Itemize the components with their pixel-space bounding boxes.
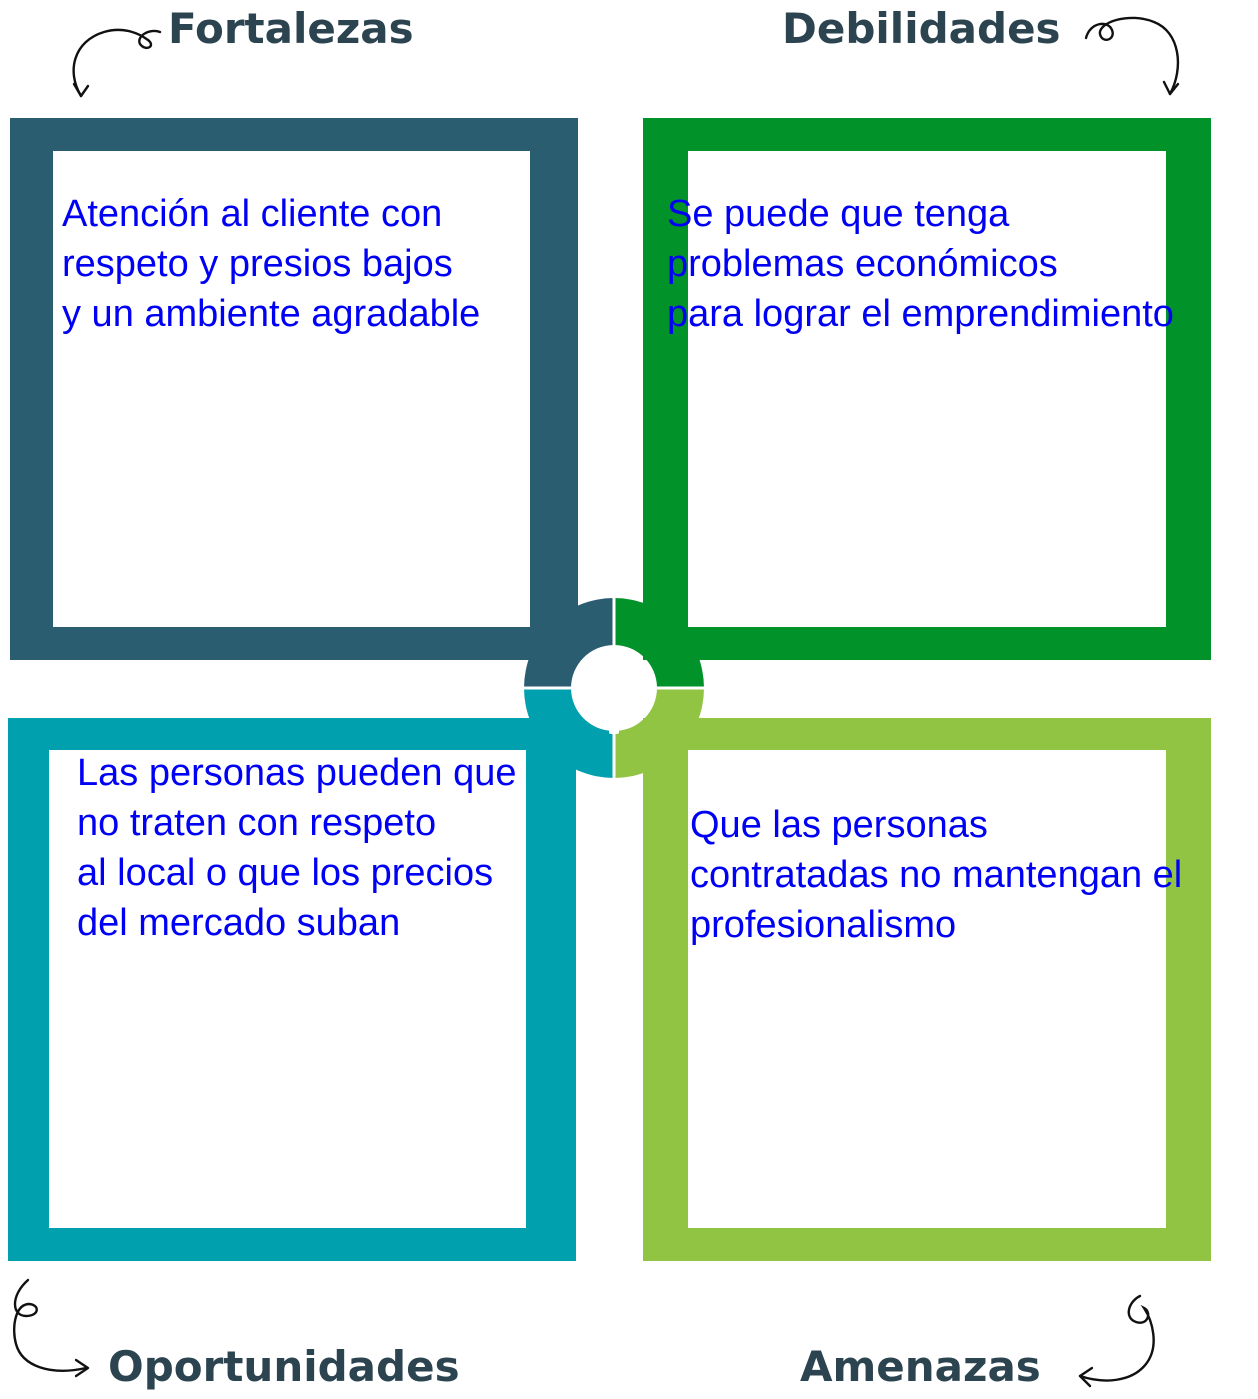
text-line: problemas económicos	[667, 243, 1058, 285]
text-line: para lograr el emprendimiento	[667, 293, 1174, 335]
text-line: y un ambiente agradable	[62, 293, 481, 335]
text-line: Las personas pueden que	[77, 752, 517, 794]
frame-fortalezas	[10, 118, 578, 660]
text-line: respeto y presios bajos	[62, 243, 453, 285]
curly-arrow-icon-top-left	[72, 28, 162, 98]
curly-arrow-icon-top-right	[1084, 16, 1180, 96]
curly-arrow-icon-bottom-left	[13, 1278, 90, 1378]
text-line: contratadas no mantengan el	[690, 854, 1183, 896]
text-line: no traten con respeto	[77, 802, 437, 844]
curly-arrow-icon-bottom-right	[1078, 1294, 1155, 1388]
text-line: Se puede que tenga	[667, 193, 1010, 235]
frame-amenazas	[643, 718, 1211, 1261]
heading-debilidades: Debilidades	[782, 4, 1061, 53]
debilidades-text: Se puede que tenga problemas económicos …	[667, 189, 1174, 339]
text-line: Que las personas	[690, 804, 988, 846]
text-line: Atención al cliente con	[62, 193, 443, 235]
amenazas-text: Que las personas contratadas no mantenga…	[690, 800, 1182, 950]
oportunidades-text: Las personas pueden que no traten con re…	[77, 748, 516, 948]
text-line: del mercado suban	[77, 902, 401, 944]
heading-amenazas: Amenazas	[800, 1342, 1041, 1391]
heading-fortalezas: Fortalezas	[168, 4, 414, 53]
frame-debilidades	[643, 118, 1211, 660]
center-hub	[522, 596, 706, 780]
lightbulb-icon	[589, 648, 639, 734]
text-line: profesionalismo	[690, 904, 957, 946]
frame-oportunidades	[8, 718, 576, 1261]
heading-oportunidades: Oportunidades	[108, 1342, 460, 1391]
fortalezas-text: Atención al cliente con respeto y presio…	[62, 189, 480, 339]
text-line: al local o que los precios	[77, 852, 494, 894]
